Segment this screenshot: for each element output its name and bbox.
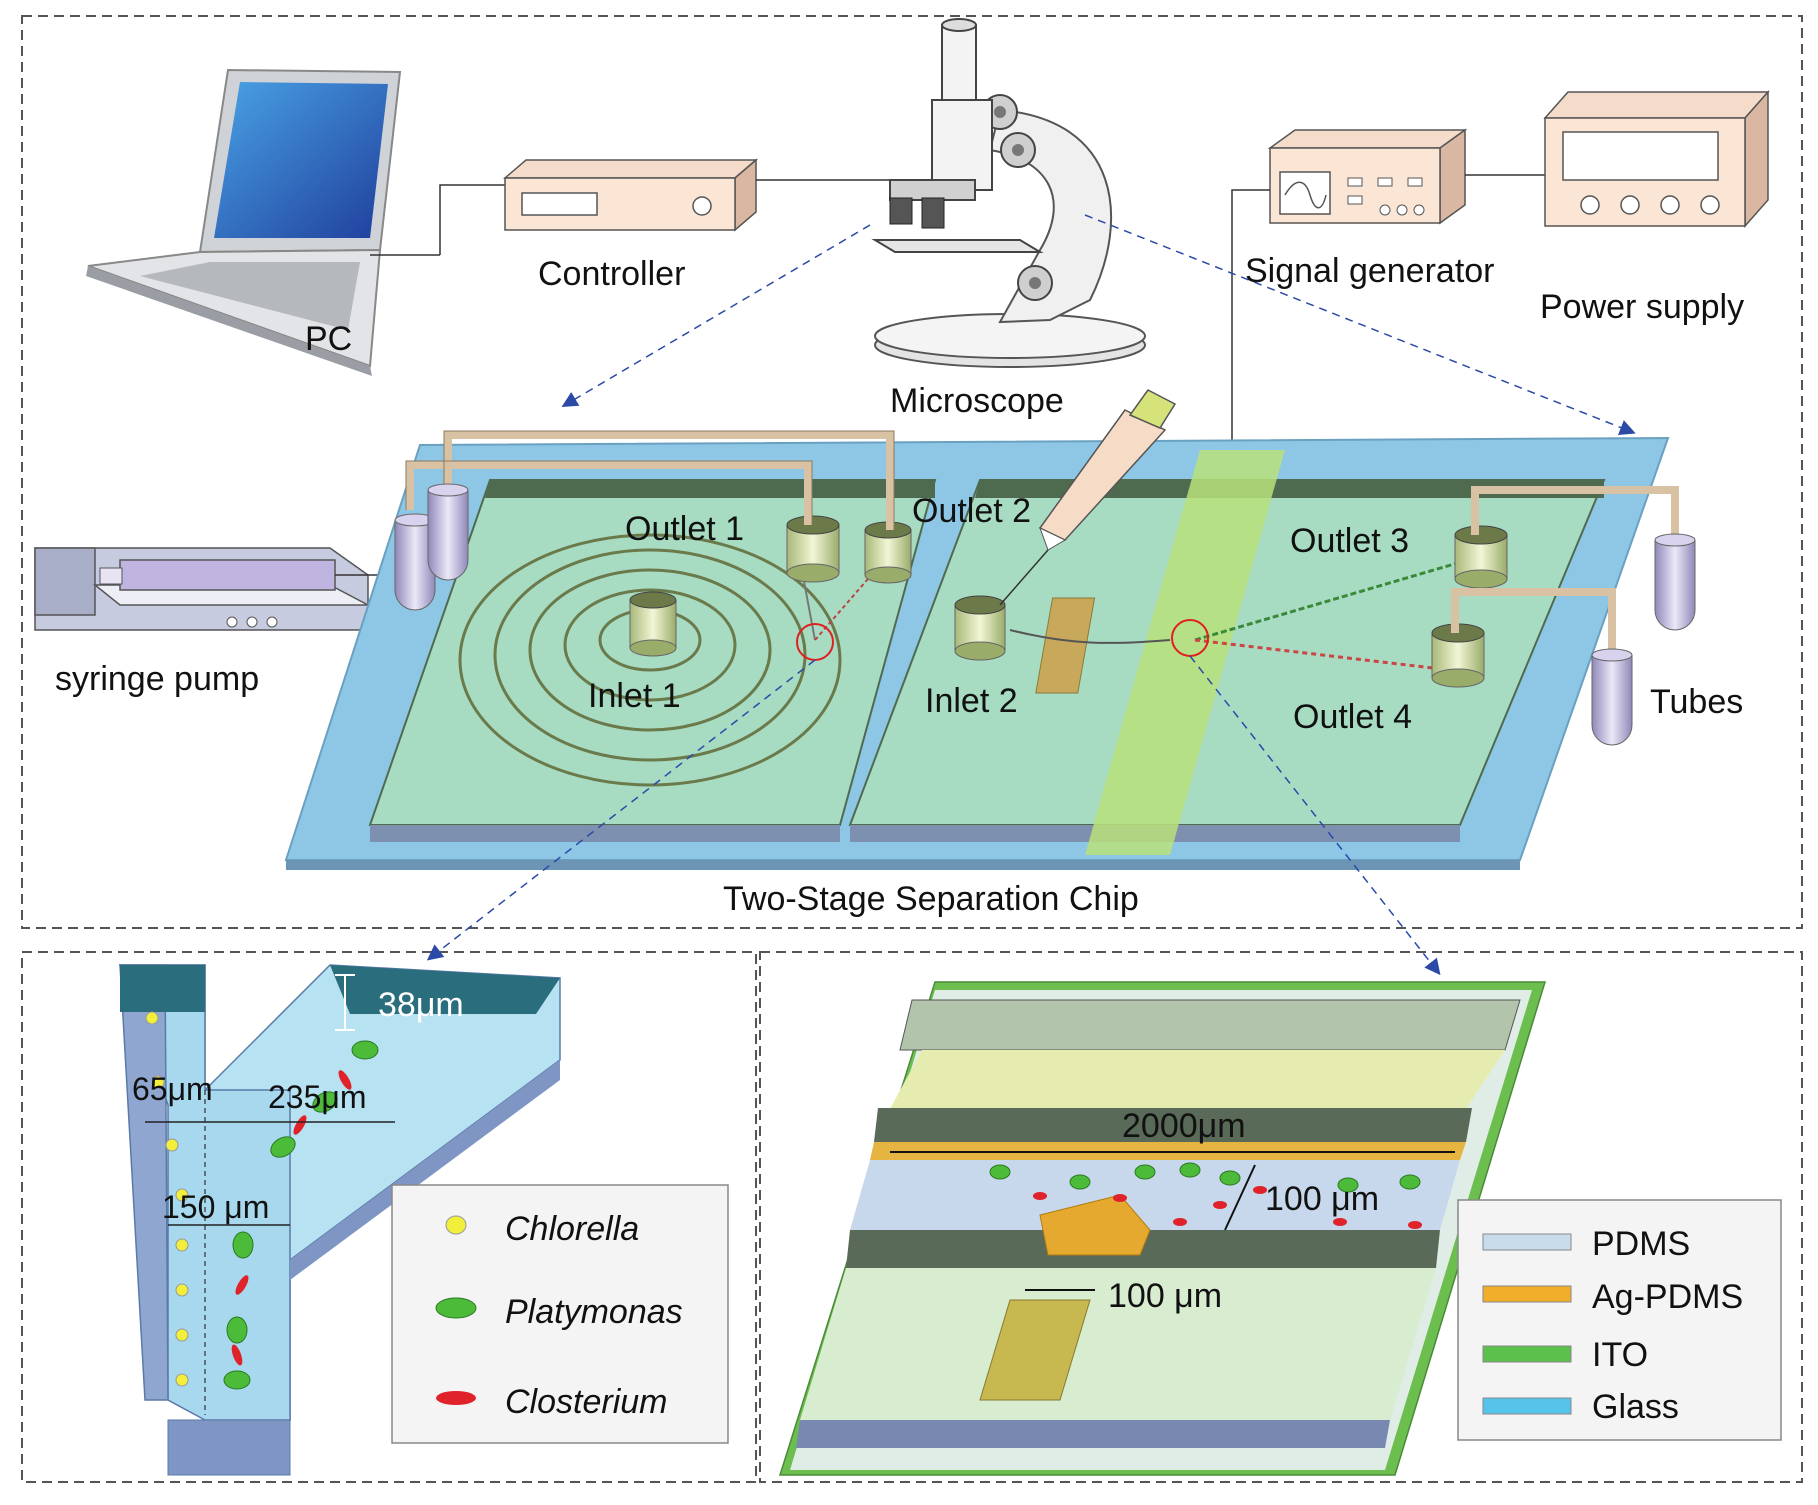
inlet-2-port	[954, 595, 1006, 661]
electrode-width-label: 100 μm	[1108, 1277, 1222, 1315]
organism-legend: Chlorella Platymonas Closterium	[391, 1184, 729, 1444]
outlet-1-label: Outlet 1	[625, 510, 744, 548]
tubing-outline	[405, 430, 895, 530]
controller-icon	[502, 158, 759, 232]
right-panel-border	[759, 951, 1803, 1483]
depth-label: 38μm	[378, 986, 464, 1024]
microscope-icon	[871, 18, 1146, 368]
pc-label: PC	[305, 320, 352, 358]
narrow-width-label: 65μm	[132, 1071, 213, 1107]
legend-swatch-closterium	[436, 1391, 476, 1405]
legend-ag-pdms-label: Ag-PDMS	[1592, 1278, 1743, 1316]
signal-generator-icon	[1267, 128, 1468, 225]
chip-title: Two-Stage Separation Chip	[723, 880, 1139, 918]
power-supply-label: Power supply	[1540, 288, 1744, 326]
legend-ito-label: ITO	[1592, 1336, 1648, 1374]
syringe-pump-icon	[34, 547, 369, 631]
legend-swatch-ag-pdms	[1482, 1285, 1572, 1303]
tube-icon	[394, 483, 1696, 746]
microscope-label: Microscope	[890, 382, 1064, 420]
left-dimension-lines-dark	[145, 1121, 395, 1226]
electrode-cells	[989, 1162, 1422, 1229]
top-panel-border	[21, 15, 1803, 929]
material-legend: PDMS Ag-PDMS ITO Glass	[1457, 1199, 1782, 1441]
inlet-1-port	[629, 591, 677, 657]
outlet-2-port	[864, 521, 912, 584]
legend-swatch-chlorella	[445, 1215, 467, 1235]
outlet-1-port	[786, 515, 840, 583]
legend-pdms-label: PDMS	[1592, 1225, 1690, 1263]
spiral-channel	[458, 533, 842, 787]
left-panel-border	[21, 951, 757, 1483]
zoom-arrows	[426, 214, 1636, 976]
outlet-3-port	[1454, 525, 1508, 589]
outlet-4-port	[1431, 623, 1485, 688]
y-channel-cells	[145, 1011, 379, 1390]
outlet-2-label: Outlet 2	[912, 492, 1031, 530]
pc-controller-cable-2	[439, 184, 505, 255]
legend-swatch-ito	[1482, 1345, 1572, 1363]
legend-closterium-label: Closterium	[505, 1383, 667, 1421]
inlet-1-label: Inlet 1	[588, 677, 681, 715]
gap-label: 100 μm	[1265, 1180, 1379, 1218]
legend-swatch-pdms	[1482, 1233, 1572, 1251]
laptop-icon	[86, 68, 402, 376]
power-supply-icon	[1543, 90, 1770, 228]
legend-platymonas-label: Platymonas	[505, 1293, 683, 1331]
legend-glass-label: Glass	[1592, 1388, 1679, 1426]
length-label: 2000μm	[1122, 1107, 1246, 1145]
legend-swatch-glass	[1482, 1397, 1572, 1415]
left-dimension-lines	[335, 974, 355, 1031]
main-width-label: 150 μm	[162, 1189, 269, 1225]
outlet-4-label: Outlet 4	[1293, 698, 1412, 736]
generator-chip-cable	[1231, 189, 1270, 450]
pen-electrode-icon	[999, 389, 1177, 606]
signal-generator-label: Signal generator	[1245, 252, 1495, 290]
legend-chlorella-label: Chlorella	[505, 1210, 639, 1248]
syringe-pump-label: syringe pump	[55, 660, 259, 698]
right-dimension-lines	[890, 1151, 1455, 1291]
tubes-label: Tubes	[1650, 683, 1743, 721]
branch-width-label: 235μm	[268, 1079, 366, 1115]
tubing	[406, 431, 1679, 650]
legend-swatch-platymonas	[435, 1297, 477, 1319]
outlet-3-label: Outlet 3	[1290, 522, 1409, 560]
inlet-2-label: Inlet 2	[925, 682, 1018, 720]
electrode-channel-diagram	[778, 981, 1547, 1476]
controller-label: Controller	[538, 255, 685, 293]
